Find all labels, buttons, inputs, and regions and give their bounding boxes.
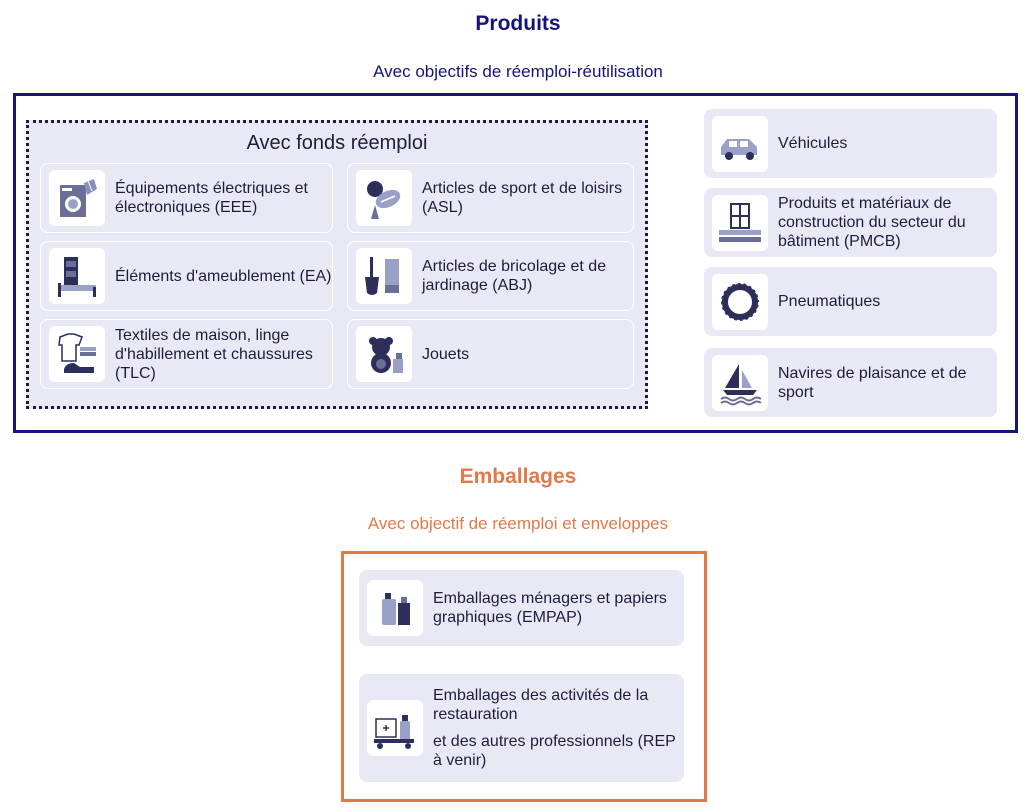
produits-title: Produits [475, 12, 561, 35]
card-jouets-label: Jouets [422, 345, 470, 363]
teddy-bear-icon [356, 326, 412, 382]
garden-tools-icon [356, 248, 412, 304]
sailboat-icon [712, 354, 768, 411]
card-navires-label: Navires de plaisance et de sport [778, 364, 967, 401]
building-materials-icon [712, 194, 768, 251]
card-rep-line2: et des autres professionnels (REP à veni… [433, 733, 676, 769]
card-abj-label: Articles de bricolage et de jardinage (A… [422, 258, 607, 294]
card-tlc-label: Textiles de maison, linge d'habillement … [115, 326, 313, 382]
furniture-icon [49, 248, 105, 304]
produits-subtitle: Avec objectifs de réemploi-réutilisation [373, 62, 663, 81]
card-empap: Emballages ménagers et papiers graphique… [359, 570, 684, 646]
card-pneumatiques-label: Pneumatiques [778, 293, 881, 310]
card-vehicules-label: Véhicules [778, 135, 848, 152]
card-asl-label: Articles de sport et de loisirs (ASL) [422, 180, 623, 216]
card-ea: Éléments d'ameublement (EA) [40, 241, 333, 311]
washing-machine-icon [49, 170, 105, 226]
card-pneumatiques: Pneumatiques [704, 267, 997, 336]
card-rep-line1: Emballages des activités de la restaurat… [433, 687, 649, 723]
card-abj: Articles de bricolage et de jardinage (A… [347, 241, 634, 311]
card-empap-label: Emballages ménagers et papiers graphique… [433, 590, 667, 626]
car-icon [712, 115, 768, 172]
emballages-subtitle: Avec objectif de réemploi et enveloppes [367, 514, 669, 533]
card-tlc: Textiles de maison, linge d'habillement … [40, 319, 333, 389]
card-rep-restauration: Emballages des activités de la restaurat… [359, 674, 684, 782]
textile-icon [49, 326, 105, 382]
sport-ball-icon [356, 170, 412, 226]
card-vehicules: Véhicules [704, 109, 997, 178]
produits-frame [13, 93, 1018, 433]
card-jouets: Jouets [347, 319, 634, 389]
card-pmcb-label: Produits et matériaux de construction du… [778, 195, 966, 250]
card-eee-label: Équipements électriques et électroniques… [115, 180, 308, 216]
fonds-reemploi-title: Avec fonds réemploi [246, 132, 428, 154]
card-eee: Équipements électriques et électroniques… [40, 163, 333, 233]
emballages-title: Emballages [459, 465, 577, 488]
card-rep-restauration-label: Emballages des activités de la restaurat… [433, 686, 684, 770]
household-packaging-icon [367, 580, 423, 636]
restaurant-packaging-icon [367, 700, 423, 756]
emballages-frame [341, 551, 707, 802]
card-pmcb: Produits et matériaux de construction du… [704, 188, 997, 257]
card-ea-label: Éléments d'ameublement (EA) [115, 267, 332, 285]
card-asl: Articles de sport et de loisirs (ASL) [347, 163, 634, 233]
tire-icon [712, 273, 768, 330]
card-navires: Navires de plaisance et de sport [704, 348, 997, 417]
